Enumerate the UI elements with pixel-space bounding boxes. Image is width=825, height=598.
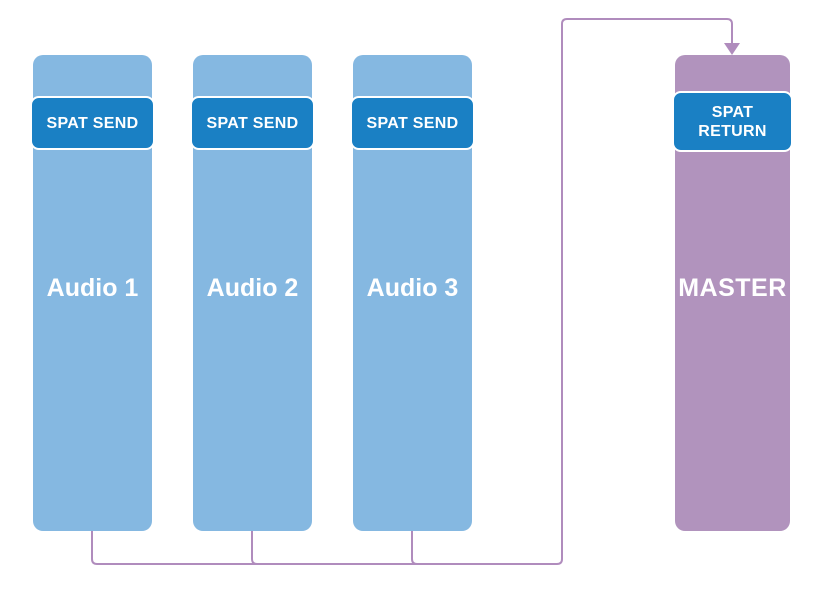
spat-send-badge-2: SPAT SEND — [190, 96, 315, 150]
spat-return-label: SPAT RETURN — [698, 103, 767, 140]
track-audio-1: SPAT SEND Audio 1 — [30, 55, 155, 531]
track-label-audio-1: Audio 1 — [46, 274, 139, 302]
track-label-master: MASTER — [678, 274, 787, 302]
spat-send-label-2: SPAT SEND — [206, 114, 299, 132]
track-label-audio-3: Audio 3 — [366, 274, 459, 302]
track-audio-2: SPAT SEND Audio 2 — [190, 55, 315, 531]
connector-path-audio2-join — [251, 531, 258, 565]
track-label-audio-2: Audio 2 — [206, 274, 299, 302]
spat-send-label-1: SPAT SEND — [46, 114, 139, 132]
spat-return-badge: SPAT RETURN — [672, 91, 793, 152]
connector-path-audio3-join — [411, 531, 418, 565]
spat-send-badge-1: SPAT SEND — [30, 96, 155, 150]
spat-send-label-3: SPAT SEND — [366, 114, 459, 132]
track-master: SPAT RETURN MASTER — [672, 55, 793, 531]
arrow-down-head-icon — [724, 43, 740, 55]
spat-send-badge-3: SPAT SEND — [350, 96, 475, 150]
track-audio-3: SPAT SEND Audio 3 — [350, 55, 475, 531]
